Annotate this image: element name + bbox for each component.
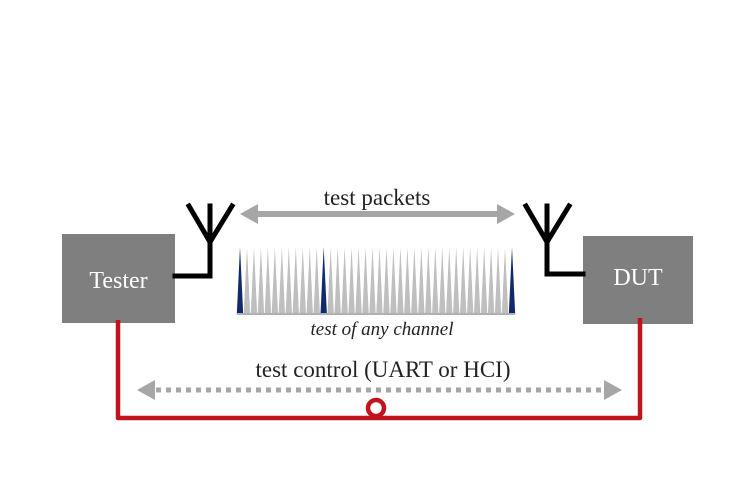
channel-spike <box>369 247 376 314</box>
test-control-arrow <box>137 380 622 400</box>
dut-box <box>583 236 693 324</box>
spectrum-baseline <box>237 313 515 315</box>
channel-spike <box>313 247 320 314</box>
channel-spike <box>264 247 272 314</box>
channel-spike <box>390 247 397 314</box>
channel-spike <box>480 247 488 314</box>
channel-spike <box>466 247 474 314</box>
channel-spike <box>383 247 390 314</box>
tester-label: Tester <box>89 268 147 294</box>
channel-spike <box>411 247 418 314</box>
test-control-label: test control (UART or HCI) <box>256 357 511 382</box>
channel-spike <box>341 247 348 314</box>
channel-spike-highlighted <box>320 247 327 314</box>
channel-spike <box>334 247 341 314</box>
channel-spike <box>487 247 495 314</box>
channel-spike <box>418 247 425 314</box>
link-connector-icon <box>365 397 387 419</box>
control-link <box>115 318 643 421</box>
channel-spike <box>376 247 383 314</box>
channel-spike <box>446 247 453 314</box>
channel-spectrum <box>236 247 516 315</box>
channel-spike <box>355 247 362 314</box>
channel-spike-highlighted <box>236 247 244 314</box>
tester-block: Tester <box>62 234 175 323</box>
test-packets-label: test packets <box>324 185 431 210</box>
channel-spike-highlighted <box>508 247 516 314</box>
channel-spike <box>397 247 404 314</box>
tester-antenna-icon <box>172 202 236 279</box>
channel-spike <box>459 247 467 314</box>
channel-spike <box>348 247 355 314</box>
channel-spike <box>439 247 446 314</box>
channel-spike <box>285 247 293 314</box>
tester-box <box>62 234 175 323</box>
channel-spike <box>271 247 279 314</box>
channel-spike <box>432 247 439 314</box>
dut-label: DUT <box>613 265 663 291</box>
channel-spike <box>494 247 502 314</box>
channel-spike <box>306 247 313 314</box>
channel-spike <box>292 247 299 314</box>
channel-spike <box>257 247 265 314</box>
channel-spike <box>243 247 251 314</box>
channel-spike <box>425 247 432 314</box>
test-packets-arrow <box>240 204 515 224</box>
channel-spike <box>501 247 509 314</box>
channel-spike <box>453 247 460 314</box>
channel-spike <box>278 247 286 314</box>
channel-spike <box>250 247 258 314</box>
channel-label: test of any channel <box>311 319 454 340</box>
dut-block: DUT <box>583 236 693 324</box>
dut-antenna-icon <box>522 202 586 277</box>
channel-spike <box>299 247 306 314</box>
channel-spike <box>327 247 334 314</box>
channel-spike <box>473 247 481 314</box>
channel-spike <box>404 247 411 314</box>
channel-spike <box>362 247 369 314</box>
